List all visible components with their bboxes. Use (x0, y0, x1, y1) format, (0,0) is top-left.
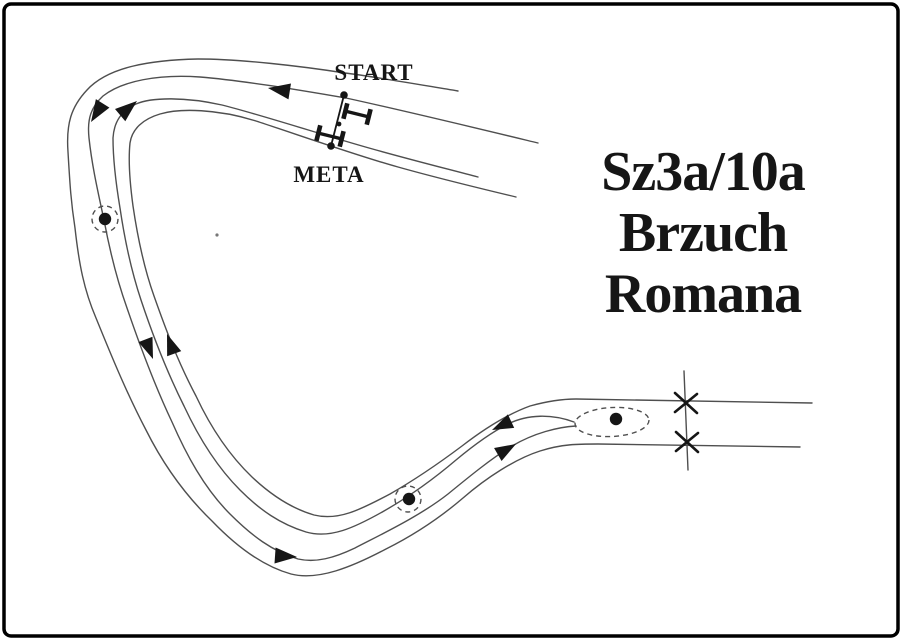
start-timing-gate (341, 102, 373, 126)
track-line-return (112, 98, 575, 535)
course-title-line-2: Brzuch (619, 202, 788, 264)
start-finish-area (314, 91, 373, 150)
direction-arrows (91, 83, 516, 564)
arrow-hairpin-northeast (115, 101, 137, 122)
crossing-x-upper (673, 391, 699, 415)
finish-timing-gate (314, 124, 346, 148)
arrow-bottom-east (274, 547, 297, 564)
control-point-3-dot (609, 412, 623, 426)
track-line-inner (128, 109, 813, 518)
finish-line-end-dot (327, 142, 335, 150)
start-label: START (334, 60, 413, 85)
track-line-outbound (87, 75, 577, 562)
arrow-neck-northeast (494, 444, 516, 461)
course-title: Sz3a/10a Brzuch Romana (601, 141, 807, 325)
control-point-1-dot (98, 212, 112, 226)
arrow-neck-southwest (492, 414, 515, 430)
arrow-west-side-up (167, 334, 182, 357)
arrow-west-side-down (138, 336, 153, 359)
crossing-x-lower (674, 430, 700, 454)
track-line-outer (66, 58, 801, 577)
arrow-top-west (268, 83, 291, 100)
start-line-end-dot (340, 91, 348, 99)
stray-dot (215, 233, 219, 237)
control-point-2-dot (402, 492, 416, 506)
gate-line-mid-dot (336, 121, 342, 127)
control-point-1-dashed-circle (91, 205, 119, 233)
course-title-line-3: Romana (605, 263, 802, 325)
turnaround-dashed-oval (574, 406, 650, 438)
control-point-2-dashed-circle (394, 485, 422, 513)
arrow-hairpin-south (91, 99, 110, 122)
course-title-line-1: Sz3a/10a (601, 141, 806, 203)
finish-label: META (293, 162, 364, 187)
crossing-trail-line (683, 370, 689, 471)
